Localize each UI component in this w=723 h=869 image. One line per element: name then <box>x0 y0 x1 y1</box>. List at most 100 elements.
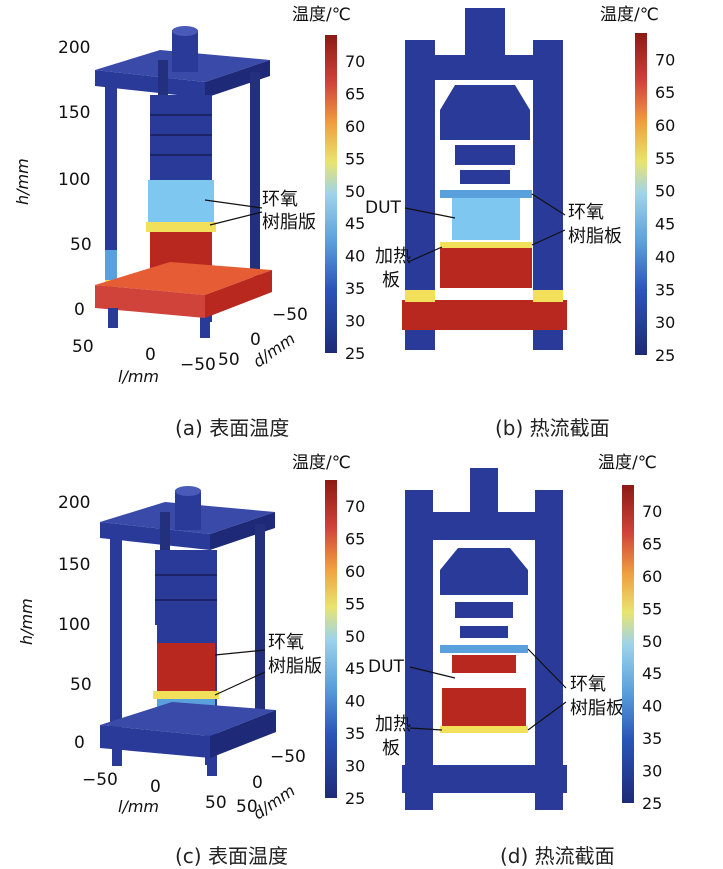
colorbar-tick-label: 40 <box>642 697 662 716</box>
colorbar-tick-label: 45 <box>345 659 365 678</box>
h-tick: 50 <box>70 675 92 695</box>
top-piece <box>470 468 498 528</box>
colorbar-tick-label: 30 <box>642 762 662 781</box>
colorbar-tick-label: 45 <box>345 214 365 233</box>
heater-label-line1: 加热 <box>375 714 411 735</box>
l-tick: −50 <box>82 770 118 790</box>
colorbar-tick-label: 35 <box>655 280 675 299</box>
rod <box>110 538 122 738</box>
upper-disc <box>460 626 508 638</box>
epoxy-label-line1: 环氧 <box>570 674 606 695</box>
h-tick: 0 <box>74 300 85 320</box>
colorbar-tick-label: 60 <box>655 116 675 135</box>
colorbar-title: 温度/℃ <box>292 453 351 473</box>
rod <box>255 524 265 714</box>
epoxy-label-line2: 树脂版 <box>268 656 322 677</box>
l-tick: 50 <box>72 337 94 357</box>
h-axis-label: h/mm <box>13 158 32 205</box>
top-plate-front <box>95 70 205 98</box>
d-tick: −50 <box>272 305 308 325</box>
heater-block <box>440 248 532 288</box>
d-tick: 0 <box>250 330 261 350</box>
rod <box>250 72 260 277</box>
d-tick: 50 <box>236 797 258 817</box>
heater-block <box>442 688 526 726</box>
colorbar-tick-label: 25 <box>655 346 675 365</box>
h-tick: 0 <box>74 733 85 753</box>
upper-disc <box>455 145 515 165</box>
colorbar-b <box>635 33 647 355</box>
colorbar-tick-label: 50 <box>345 627 365 646</box>
colorbar-c <box>325 480 337 798</box>
dut-top-plate <box>440 645 528 653</box>
d-tick: 0 <box>252 773 263 793</box>
top-cylinder <box>175 490 201 530</box>
l-tick: −50 <box>180 355 216 375</box>
l-axis-label: l/mm <box>118 797 159 816</box>
dut-top-plate <box>440 190 532 198</box>
h-axis-label: h/mm <box>17 598 36 645</box>
epoxy-label-line2: 树脂板 <box>568 226 622 247</box>
dut-block <box>157 643 215 691</box>
colorbar-tick-label: 50 <box>655 182 675 201</box>
colorbar-title: 温度/℃ <box>598 453 657 473</box>
upper-disc <box>455 602 513 618</box>
epoxy-label-line1: 环氧 <box>262 189 298 210</box>
colorbar-tick-label: 65 <box>655 83 675 102</box>
base-plate-front <box>95 285 205 318</box>
colorbar-tick-label: 55 <box>345 149 365 168</box>
colorbar-tick-label: 35 <box>642 729 662 748</box>
colorbar-title: 温度/℃ <box>292 5 351 25</box>
l-tick: 0 <box>145 345 156 365</box>
epoxy-plate <box>440 242 532 248</box>
upper-profile <box>440 85 530 140</box>
column-hot <box>405 290 435 302</box>
caption-a: (a) 表面温度 <box>175 416 290 440</box>
colorbar-d <box>622 485 634 803</box>
h-tick: 200 <box>58 493 90 513</box>
colorbar-tick-label: 65 <box>642 534 662 553</box>
caption-c: (c) 表面温度 <box>175 844 288 868</box>
base-plate-top <box>100 702 276 736</box>
colorbar-tick-label: 45 <box>642 664 662 683</box>
epoxy-label-line2: 树脂板 <box>570 698 624 719</box>
colorbar-tick-label: 35 <box>345 724 365 743</box>
dut-label: DUT <box>368 657 405 677</box>
colorbar-tick-label: 70 <box>345 52 365 71</box>
colorbar-tick-label: 25 <box>642 794 662 813</box>
colorbar-tick-label: 30 <box>345 312 365 331</box>
colorbar-tick-label: 55 <box>345 594 365 613</box>
stack-mid <box>157 625 215 643</box>
h-tick: 150 <box>58 555 90 575</box>
colorbar-tick-label: 25 <box>345 789 365 808</box>
stack-upper <box>150 95 212 180</box>
d-tick: −50 <box>270 747 306 767</box>
foot <box>112 748 122 766</box>
colorbar-tick-label: 60 <box>345 117 365 136</box>
l-tick: 0 <box>150 777 161 797</box>
l-axis-label: l/mm <box>118 367 159 386</box>
colorbar-tick-label: 50 <box>642 632 662 651</box>
right-column <box>535 490 563 810</box>
colorbar-tick-label: 25 <box>345 344 365 363</box>
foot <box>207 758 217 776</box>
base-plate <box>402 765 567 793</box>
dut-label: DUT <box>365 198 402 218</box>
h-tick: 50 <box>70 235 92 255</box>
colorbar-tick-label: 30 <box>655 313 675 332</box>
heater-label-line2: 板 <box>382 738 400 759</box>
panel-d-heat-flux-section: DUT 加热 板 环氧 树脂板 温度/℃ 7065605550454035302… <box>368 453 662 813</box>
colorbar-tick-label: 50 <box>345 182 365 201</box>
h-tick: 150 <box>58 103 90 123</box>
upper-disc <box>460 170 510 184</box>
column-hot <box>533 290 563 302</box>
dut-block <box>452 198 520 240</box>
top-piece <box>465 8 505 68</box>
panel-a-surface-temperature-3d: 200 150 100 50 0 h/mm 环氧 树脂版 50 0 −50 l/… <box>13 5 365 386</box>
caption-d: (d) 热流截面 <box>500 844 615 868</box>
colorbar-title: 温度/℃ <box>600 5 659 25</box>
colorbar-tick-label: 60 <box>345 562 365 581</box>
dut-block <box>452 655 516 673</box>
